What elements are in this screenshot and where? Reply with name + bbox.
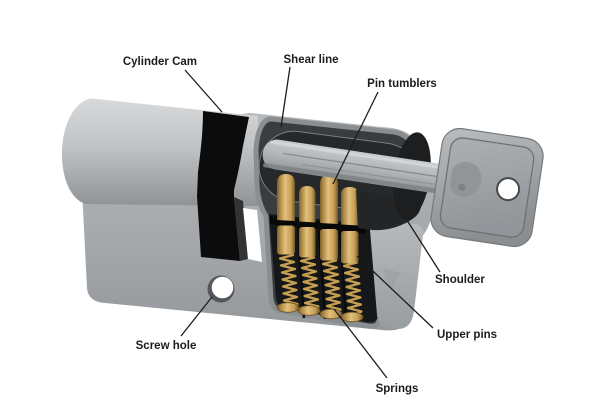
cylinder-cam-leader-line xyxy=(184,69,223,113)
key-bow-hole xyxy=(496,177,521,202)
key-pin-2 xyxy=(299,186,316,223)
label-springs: Springs xyxy=(376,383,419,395)
label-upper-pins: Upper pins xyxy=(437,329,497,341)
key-blade-highlight xyxy=(270,140,457,172)
upper-pins xyxy=(277,225,359,264)
key-bow-logo-dot xyxy=(458,183,466,191)
upper-pins-leader-line xyxy=(356,255,434,329)
upper-pin-4 xyxy=(341,231,359,264)
spring-3 xyxy=(321,259,342,314)
shear-line-leader-line xyxy=(280,66,291,128)
springs-leader-line xyxy=(333,308,388,379)
pin-tumblers-leader-line xyxy=(332,91,379,185)
key-pin-4 xyxy=(341,187,359,226)
springs xyxy=(278,253,363,317)
cylinder-cam-side-face xyxy=(234,197,248,261)
label-shear-line: Shear line xyxy=(284,54,339,66)
key-blade-groove-2 xyxy=(301,163,457,188)
spring-1 xyxy=(278,253,299,308)
key-blade-groove-1 xyxy=(282,152,458,181)
label-screw-hole: Screw hole xyxy=(136,340,197,352)
cam-slot-gap xyxy=(243,208,262,262)
key-blade-bottom-shade xyxy=(263,162,457,196)
spring-4 xyxy=(342,261,363,317)
key-bow-logo xyxy=(450,162,482,197)
key-pin-3 xyxy=(320,175,338,224)
label-cylinder-cam: Cylinder Cam xyxy=(123,56,197,68)
spring-2 xyxy=(299,256,320,311)
housing-front-column-mark xyxy=(383,268,401,291)
upper-pin-3 xyxy=(320,229,338,261)
cylinder-cam xyxy=(197,111,249,261)
key-pin-1 xyxy=(277,174,295,221)
screw-hole xyxy=(207,275,235,303)
upper-pin-1 xyxy=(277,225,295,255)
key-bow xyxy=(430,127,544,248)
screw-hole-leader-line xyxy=(180,296,213,337)
pin-tumblers xyxy=(277,174,359,226)
shoulder-leader-line xyxy=(395,202,441,273)
label-pin-tumblers: Pin tumblers xyxy=(367,78,437,90)
pin-channel-separators xyxy=(296,220,348,321)
label-shoulder: Shoulder xyxy=(435,274,485,286)
upper-pin-2 xyxy=(299,227,316,258)
key-blade xyxy=(262,139,460,196)
